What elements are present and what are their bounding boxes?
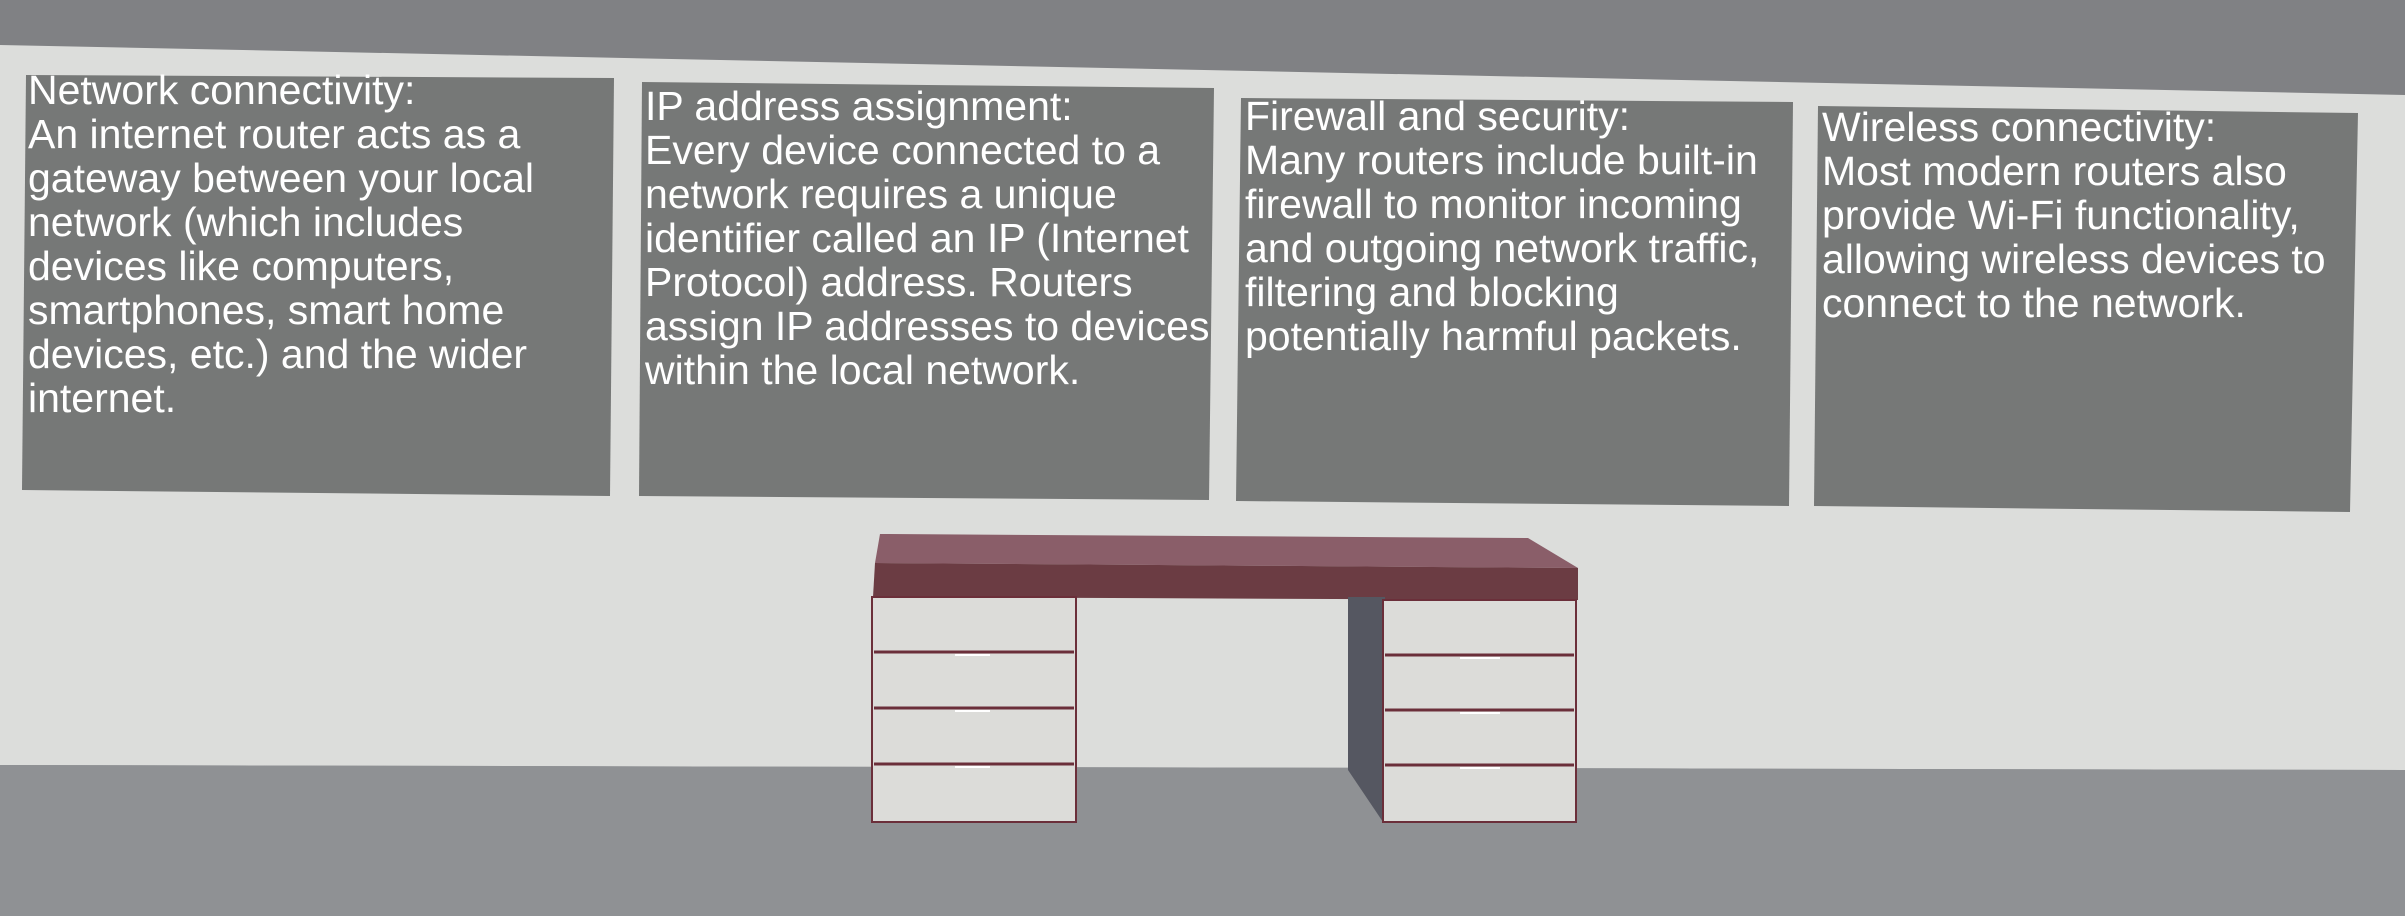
desk (871, 534, 1578, 823)
info-panel-wireless-connectivity: Wireless connectivity: Most modern route… (1822, 105, 2352, 325)
panel-body: Many routers include built-in firewall t… (1245, 137, 1760, 358)
info-panel-3-board (1236, 98, 1793, 506)
info-panel-ip-address-assignment: IP address assignment: Every device conn… (645, 84, 1210, 392)
panel-body: Every device connected to a network requ… (645, 127, 1210, 392)
desk-top-front (873, 563, 1578, 600)
desk-top-surface (875, 534, 1578, 568)
panel-title: IP address assignment: (645, 84, 1073, 129)
info-panel-2-board (639, 82, 1214, 500)
panel-body: Most modern routers also provide Wi-Fi f… (1822, 148, 2326, 325)
info-panel-1-board (22, 75, 614, 496)
info-panel-4-board (1814, 106, 2358, 512)
panel-title: Wireless connectivity: (1822, 105, 2217, 150)
info-panel-network-connectivity: Network connectivity: An internet router… (28, 68, 603, 420)
panel-title: Network connectivity: (28, 68, 416, 113)
panel-body: An internet router acts as a gateway bet… (28, 111, 534, 420)
desk-side-panel (1348, 597, 1385, 822)
panel-title: Firewall and security: (1245, 94, 1631, 139)
floor (0, 765, 2405, 916)
info-panel-firewall-security: Firewall and security: Many routers incl… (1245, 94, 1785, 358)
